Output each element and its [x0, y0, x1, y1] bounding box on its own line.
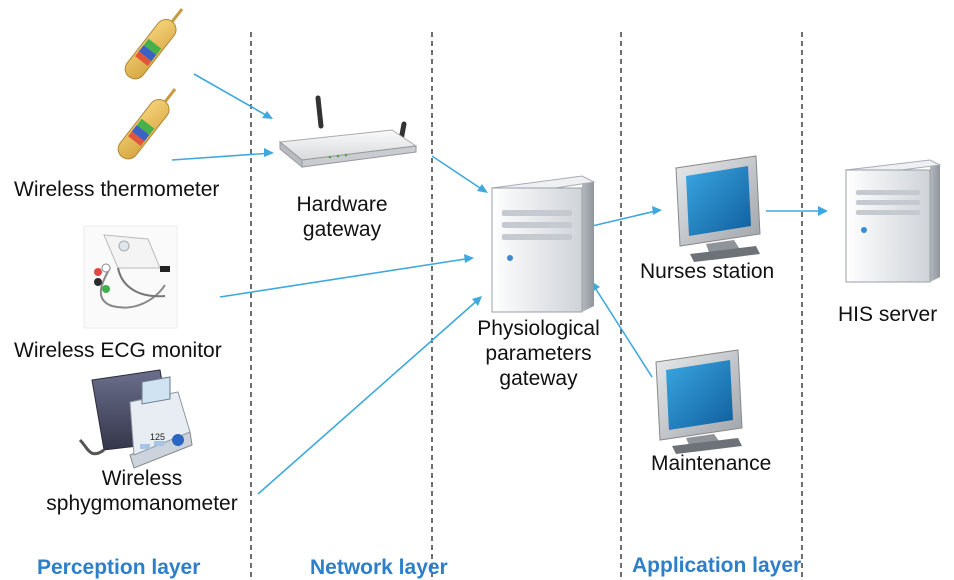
application-layer-label: Application layer: [632, 554, 802, 577]
ecg-monitor-label: Wireless ECG monitor: [14, 339, 222, 362]
hardware-gateway-label-line1: Hardware: [296, 193, 388, 216]
ecg-monitor-icon: [83, 225, 178, 329]
nurses-station-label: Nurses station: [640, 260, 775, 283]
desktop-monitor-icon: [675, 155, 761, 262]
maintenance-label: Maintenance: [651, 452, 772, 475]
layer-dividers: [250, 32, 803, 579]
thermometer-icon: [124, 8, 184, 80]
svg-text:125: 125: [150, 432, 165, 442]
arrow-phys-gateway-to-nurses: [591, 209, 661, 227]
sphygmomanometer-label-line1: Wireless: [101, 467, 183, 490]
arrow-bp-to-phys-gateway: [257, 297, 481, 495]
physiological-gateway-label-line3: gateway: [499, 367, 578, 390]
server-tower-icon: [844, 159, 942, 283]
thermometer-label: Wireless thermometer: [14, 178, 220, 201]
arrow-ecg-to-phys-gateway: [219, 257, 473, 298]
arrow-router-to-phys-gateway: [431, 155, 487, 193]
arrows: [171, 73, 828, 495]
his-server-label: HIS server: [838, 303, 938, 326]
physiological-gateway-label: Physiological parameters gateway: [466, 316, 611, 391]
arrow-therm2-to-router: [171, 152, 273, 161]
arrow-therm1-to-router: [193, 73, 272, 119]
physiological-gateway-label-line2: parameters: [485, 342, 592, 365]
sphygmomanometer-label-line2: sphygmomanometer: [46, 492, 238, 515]
hardware-gateway-label: Hardware gateway: [292, 192, 392, 242]
physiological-gateway-label-line1: Physiological: [477, 317, 600, 340]
desktop-monitor-icon: [655, 349, 743, 454]
network-layer-label: Network layer: [310, 556, 448, 579]
sphygmomanometer-label: Wireless sphygmomanometer: [42, 466, 242, 516]
thermometer-icon: [117, 88, 177, 160]
blood-pressure-monitor-icon: 125: [78, 369, 193, 469]
server-tower-icon: [490, 175, 596, 313]
perception-layer-label: Perception layer: [37, 556, 201, 579]
router-icon: [278, 95, 418, 169]
hardware-gateway-label-line2: gateway: [302, 218, 382, 241]
arrow-maintenance-to-phys-gateway: [591, 282, 653, 378]
